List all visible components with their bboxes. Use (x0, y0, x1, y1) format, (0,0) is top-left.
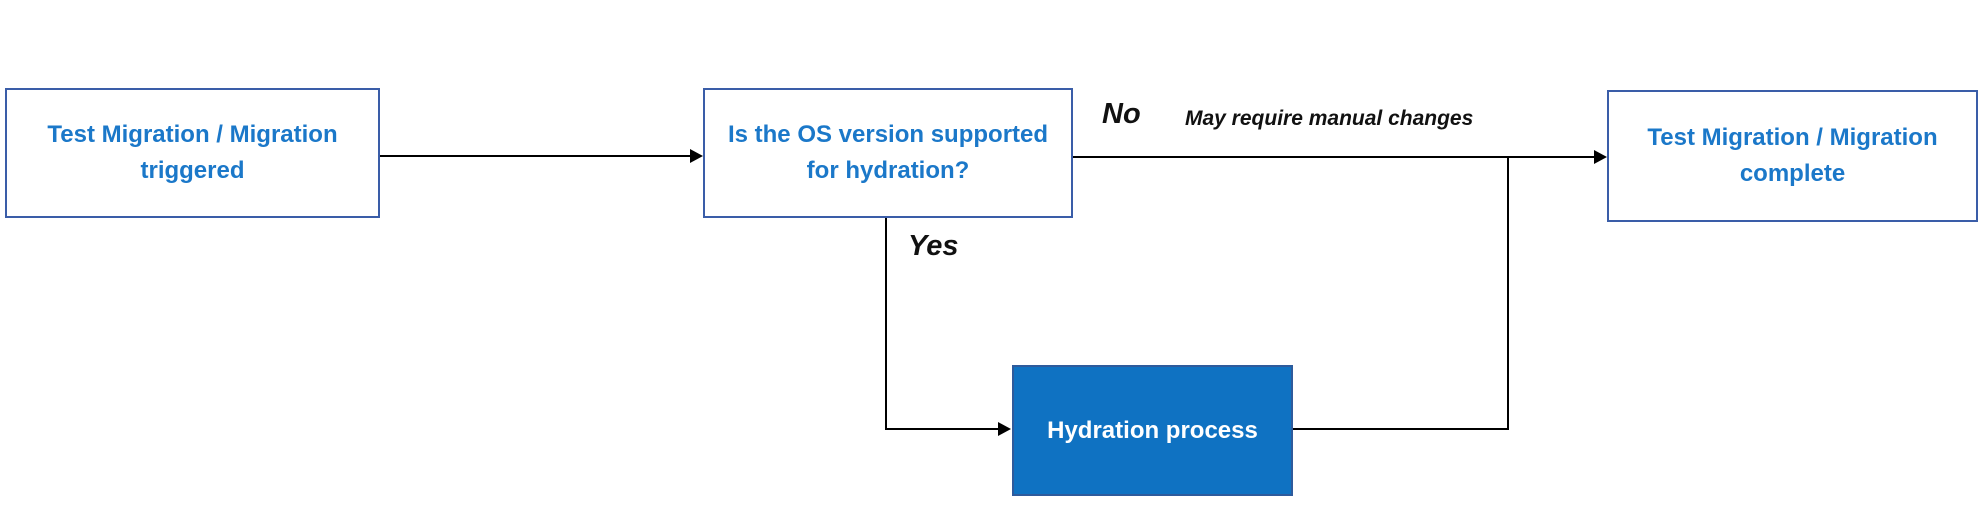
node-hydration-process-label: Hydration process (1047, 416, 1258, 444)
arrowhead-into-oscheck-icon (690, 149, 703, 163)
arrowhead-into-complete-icon (1594, 150, 1607, 164)
edge-label-no: No (1102, 98, 1141, 130)
node-os-version-check-label: Is the OS version supported for hydratio… (727, 121, 1049, 184)
edge-no-path (1073, 156, 1594, 158)
node-migration-complete-label: Test Migration / Migration complete (1647, 124, 1938, 187)
arrowhead-into-hydration-icon (998, 422, 1011, 436)
node-migration-triggered-label: Test Migration / Migration triggered (47, 121, 338, 184)
edge-trigger-to-oscheck (380, 155, 692, 157)
edge-label-may-require-manual-changes: May require manual changes (1185, 107, 1474, 130)
node-os-version-check: Is the OS version supported for hydratio… (703, 88, 1073, 218)
node-migration-triggered: Test Migration / Migration triggered (5, 88, 380, 218)
edge-yes-path-vertical (885, 218, 887, 430)
edge-yes-path-horizontal (885, 428, 999, 430)
edge-hydration-return-vertical (1507, 157, 1509, 430)
node-migration-complete: Test Migration / Migration complete (1607, 90, 1978, 222)
edge-hydration-return-horizontal (1293, 428, 1509, 430)
edge-label-yes: Yes (908, 230, 959, 262)
node-hydration-process: Hydration process (1012, 365, 1293, 496)
